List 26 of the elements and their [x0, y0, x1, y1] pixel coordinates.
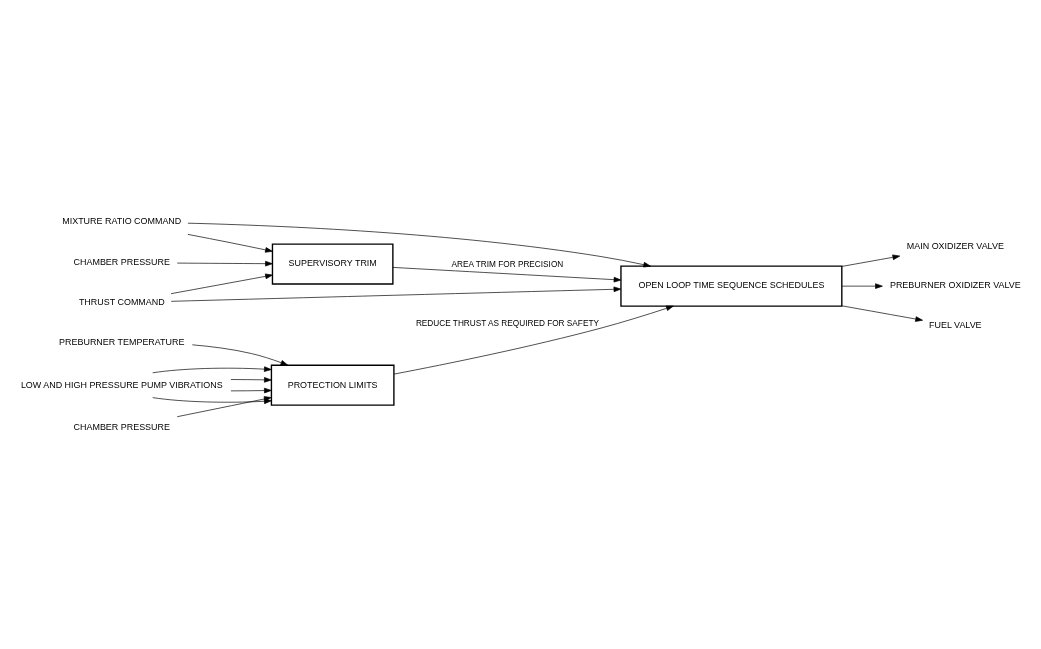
arrow	[841, 282, 883, 289]
arrow	[230, 376, 272, 383]
arrow	[187, 233, 273, 253]
node-box: SUPERVISORY TRIM	[271, 242, 394, 285]
arrow	[176, 260, 273, 266]
node-text: LOW AND HIGH PRESSURE PUMP VIBRATIONS	[20, 379, 223, 390]
arrow	[192, 343, 289, 366]
arrow	[152, 365, 272, 373]
arrow	[230, 387, 272, 393]
node-text: MAIN OXIDIZER VALVE	[906, 240, 1004, 251]
node-text: CHAMBER PRESSURE	[73, 421, 170, 432]
node-text: THRUST COMMAND	[78, 296, 165, 307]
node-box: PROTECTION LIMITS	[270, 364, 395, 406]
arrow	[392, 266, 622, 282]
node-text: PREBURNER OXIDIZER VALVE	[889, 279, 1021, 290]
node-text: PREBURNER TEMPERATURE	[59, 336, 185, 347]
arrow	[841, 254, 901, 267]
node-text: MIXTURE RATIO COMMAND	[62, 215, 182, 226]
node-text: FUEL VALVE	[929, 319, 982, 330]
arrow	[841, 305, 923, 322]
node-box: OPEN LOOP TIME SEQUENCE SCHEDULES	[620, 265, 843, 307]
arrow	[170, 273, 273, 294]
arrow	[170, 286, 622, 302]
arrow	[393, 305, 674, 374]
arrow	[187, 222, 651, 267]
node-text: CHAMBER PRESSURE	[73, 256, 170, 267]
